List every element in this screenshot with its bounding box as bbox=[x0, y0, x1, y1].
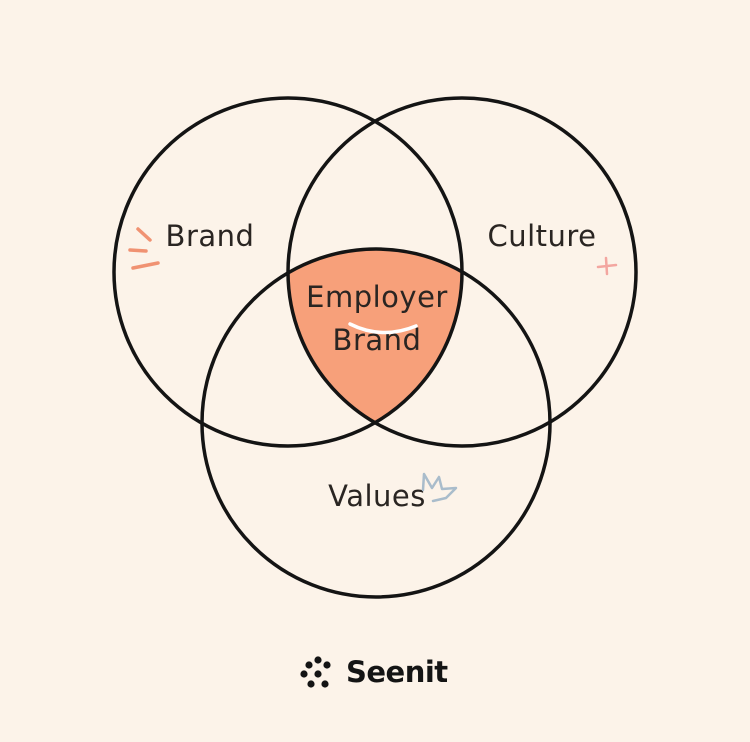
brand-label: Brand bbox=[166, 219, 255, 253]
logo-text: Seenit bbox=[346, 655, 448, 689]
values-label: Values bbox=[328, 479, 426, 513]
plus-icon bbox=[596, 256, 618, 276]
dots-cluster-icon bbox=[300, 656, 331, 688]
culture-label: Culture bbox=[487, 219, 596, 253]
spark-icon bbox=[128, 227, 160, 270]
values-circle bbox=[200, 247, 552, 599]
swoosh-decoration bbox=[348, 322, 418, 335]
sparkle-icon bbox=[421, 472, 458, 503]
seenit-logo: Seenit bbox=[300, 654, 448, 690]
employer-label: Employer bbox=[306, 280, 448, 314]
